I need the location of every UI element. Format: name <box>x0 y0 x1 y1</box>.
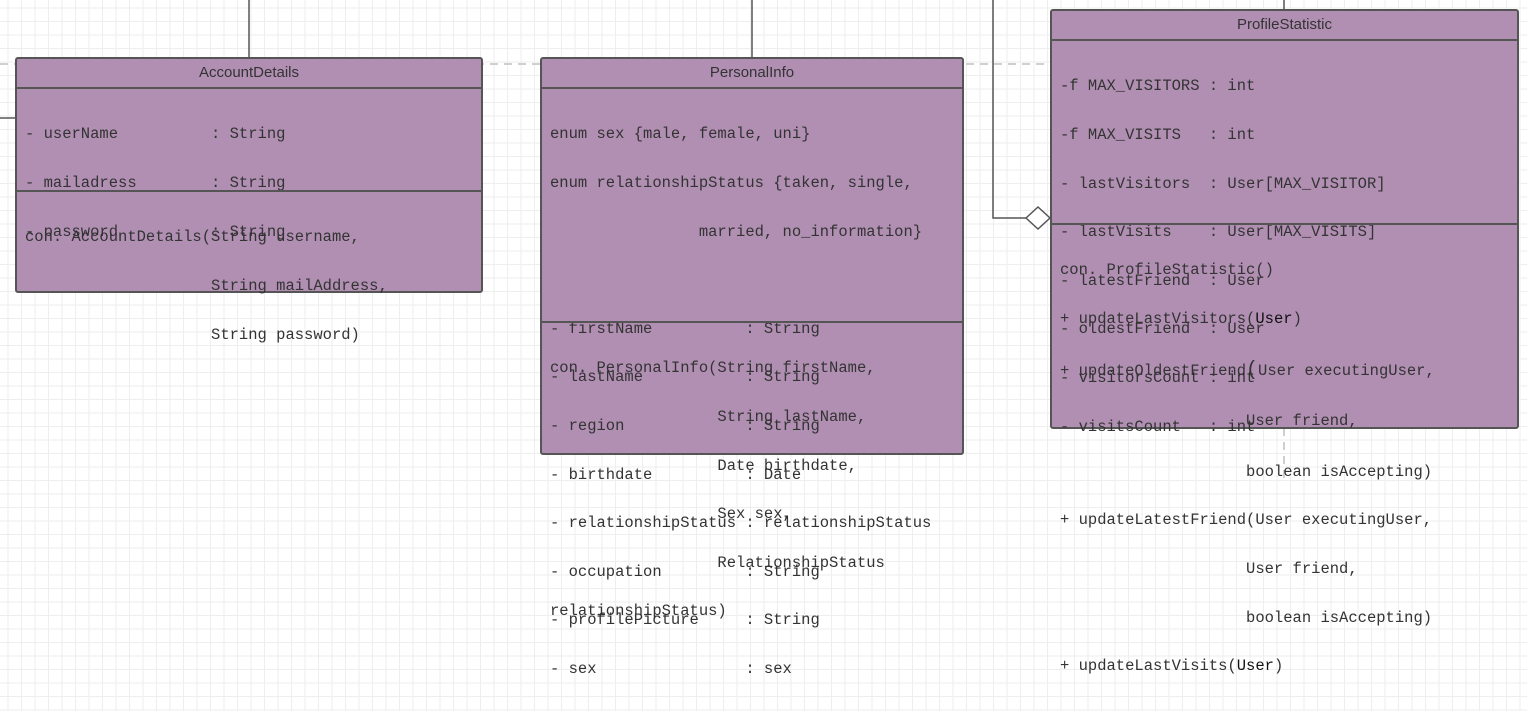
constructor-line-1: con. PersonalInfo(String firstName, <box>550 359 876 378</box>
attribute-max-visits: -f MAX_VISITS : int <box>1060 126 1256 145</box>
param-type: User <box>1236 657 1274 676</box>
method-signature: + updateLastVisits( <box>1060 657 1237 676</box>
attribute-max-visitors: -f MAX_VISITORS : int <box>1060 77 1256 96</box>
method-update-latest-friend-param-3: boolean isAccepting) <box>1060 608 1433 627</box>
method-update-oldest-friend-param-3: boolean isAccepting) <box>1060 462 1433 481</box>
constructor-line-2: String lastName, <box>550 408 867 427</box>
method-update-oldest-friend: + updateOldestFriend(User executingUser, <box>1060 360 1517 380</box>
method-params: User executingUser, <box>1258 361 1435 380</box>
attribute-latest-friend: - latestFriend : User <box>1060 271 1265 290</box>
aggregation-diamond-icon <box>1024 205 1052 231</box>
attribute-oldest-friend: - oldestFriend : User <box>1060 320 1265 339</box>
constructor: con. ProfileStatistic() <box>1060 261 1274 280</box>
class-profilestatistic[interactable]: ProfileStatistic -f MAX_VISITORS : int -… <box>1050 9 1519 674</box>
attributes-section: - userName : String - mailadress : Strin… <box>17 89 481 240</box>
methods-section: con. AccountDetails(String username, Str… <box>17 190 481 343</box>
class-personalinfo[interactable]: PersonalInfo enum sex {male, female, uni… <box>540 57 964 677</box>
attribute-lastname: - lastName : String <box>550 368 820 387</box>
attribute-last-visits: - lastVisits : User[MAX_VISITS] <box>1060 223 1377 242</box>
enum-relationship-status: enum relationshipStatus {taken, single, <box>550 174 913 193</box>
attribute-password: - password : String <box>25 222 286 241</box>
param-type: User <box>1255 310 1293 329</box>
class-accountdetails[interactable]: AccountDetails - userName : String - mai… <box>15 57 483 343</box>
attribute-region: - region : String <box>550 417 820 436</box>
method-close-paren: ) <box>1292 310 1302 329</box>
method-open-paren: ( <box>1246 358 1259 382</box>
method-update-latest-friend-param-2: User friend, <box>1060 560 1358 579</box>
enum-sex: enum sex {male, female, uni} <box>550 125 811 144</box>
methods-section: con. PersonalInfo(String firstName, Stri… <box>542 321 962 620</box>
constructor-line-3: String password) <box>25 325 360 344</box>
attribute-mailadress: - mailadress : String <box>25 174 286 193</box>
attribute-firstname: - firstName : String <box>550 319 820 338</box>
constructor-line-4: Sex sex, <box>550 505 792 524</box>
attributes-section: enum sex {male, female, uni} enum relati… <box>542 89 962 677</box>
class-name: AccountDetails <box>17 59 481 89</box>
attribute-sex: - sex : sex <box>550 660 792 679</box>
class-name: ProfileStatistic <box>1052 11 1517 41</box>
method-update-last-visitors: + updateLastVisitors(User) <box>1060 311 1517 327</box>
attributes-section: -f MAX_VISITORS : int -f MAX_VISITS : in… <box>1052 41 1517 435</box>
attribute-visits-count: - visitsCount : int <box>1060 417 1256 436</box>
constructor-line-2: String mailAddress, <box>25 277 388 296</box>
constructor-line-6: relationshipStatus) <box>550 602 727 621</box>
methods-section: con. ProfileStatistic() + updateLastVisi… <box>1052 223 1517 674</box>
method-signature: + updateOldestFriend <box>1060 361 1247 380</box>
attribute-visitors-count: - visitorsCount : int <box>1060 369 1256 388</box>
aggregation-line[interactable] <box>992 0 1026 219</box>
method-update-last-visits: + updateLastVisits(User) <box>1060 658 1517 674</box>
constructor-line-5: RelationshipStatus <box>550 553 885 572</box>
attribute-username: - userName : String <box>25 125 286 144</box>
constructor-line-3: Date birthdate, <box>550 456 857 475</box>
method-update-oldest-friend-param-2: User friend, <box>1060 412 1358 431</box>
enum-relationship-status-cont: married, no_information} <box>550 222 923 241</box>
class-name: PersonalInfo <box>542 59 962 89</box>
spacer-line <box>550 272 962 288</box>
method-close-paren: ) <box>1273 657 1284 676</box>
method-signature: + updateLastVisitors( <box>1060 310 1256 329</box>
constructor-line-1: con. AccountDetails(String username, <box>25 228 360 247</box>
attribute-last-visitors: - lastVisitors : User[MAX_VISITOR] <box>1060 174 1386 193</box>
method-update-latest-friend: + updateLatestFriend(User executingUser, <box>1060 511 1433 530</box>
